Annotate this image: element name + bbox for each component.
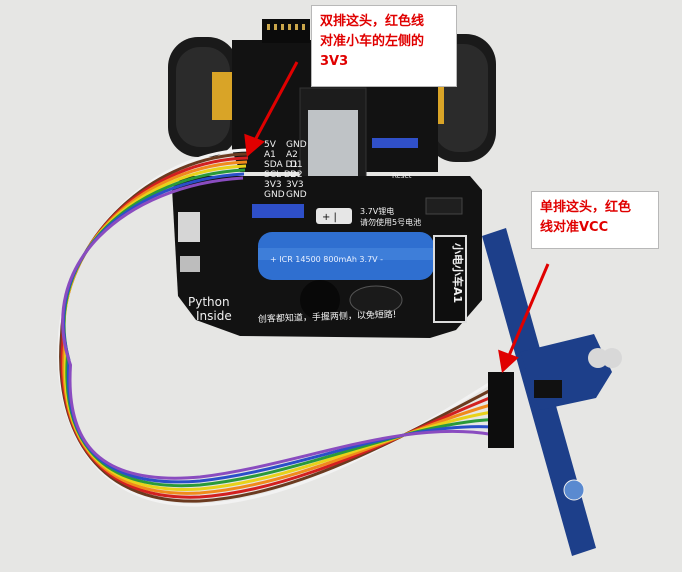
pin-label-right-5: GND xyxy=(286,190,307,200)
jumper-wire-bundle xyxy=(57,148,493,507)
chip xyxy=(425,197,463,215)
single-row-header xyxy=(488,372,514,448)
callout-left-line-1: 双排这头，红色线 xyxy=(320,14,425,29)
pin-label-left-0: 5V xyxy=(264,140,277,150)
battery-note-line2: 请勿使用5号电池 xyxy=(360,217,421,227)
annotation-callout-left: 双排这头，红色线 对准小车的左侧的 3V3 xyxy=(311,5,457,87)
car-name: 小电小车A1 xyxy=(451,242,465,303)
python-inside-line1: Python xyxy=(188,295,230,309)
pin-label-right-0: GND xyxy=(286,140,307,150)
speaker xyxy=(349,285,403,315)
battery-polarity-plate xyxy=(316,208,352,224)
callout-right-line-1: 单排这头，红色 xyxy=(540,200,632,215)
callout-left-line-2: 对准小车的左侧的 xyxy=(320,34,425,49)
usb-port xyxy=(180,256,200,272)
blue-header xyxy=(372,138,418,148)
wheel-front-left xyxy=(168,37,238,157)
dual-row-header xyxy=(262,19,310,43)
battery-label: + ICR 14500 800mAh 3.7V - xyxy=(270,255,383,264)
arrow-left xyxy=(252,61,299,143)
pin-label-right-4: 3V3 xyxy=(286,180,304,190)
jumper-wire xyxy=(61,176,493,480)
pin-label-right-3: D2 xyxy=(290,170,303,180)
battery-note-line1: 3.7V锂电 xyxy=(360,206,394,216)
car-name-plate xyxy=(433,235,467,323)
callout-right-line-2: 线对准VCC xyxy=(540,220,609,235)
buzzer xyxy=(300,280,340,320)
header-pins xyxy=(267,24,305,30)
pin-label-left-3: SCL D2 xyxy=(264,170,297,180)
pin-label-left-1: A1 xyxy=(264,150,276,160)
arrow-right-head xyxy=(498,349,519,373)
arrow-right xyxy=(506,263,550,359)
power-switch xyxy=(178,212,200,242)
reset-label: Reset xyxy=(392,172,412,180)
battery-polarity-label: + | xyxy=(322,212,337,223)
pin-label-right-1: A2 xyxy=(286,150,298,160)
line-sensor-board xyxy=(482,228,622,556)
pin-label-right-2: D1 xyxy=(290,160,303,170)
blue-jumper-block xyxy=(252,204,304,218)
annotation-arrows xyxy=(244,61,550,373)
callout-left-line-3: 3V3 xyxy=(320,54,349,69)
pin-label-left-2: SDA D1 xyxy=(264,160,298,170)
pin-label-left-5: GND xyxy=(264,190,285,200)
arrow-left-head xyxy=(244,133,265,157)
python-inside-line2: Inside xyxy=(196,309,232,323)
annotation-callout-right: 单排这头，红色 线对准VCC xyxy=(531,191,659,249)
module-shield xyxy=(308,110,358,176)
pin-label-left-4: 3V3 xyxy=(264,180,282,190)
